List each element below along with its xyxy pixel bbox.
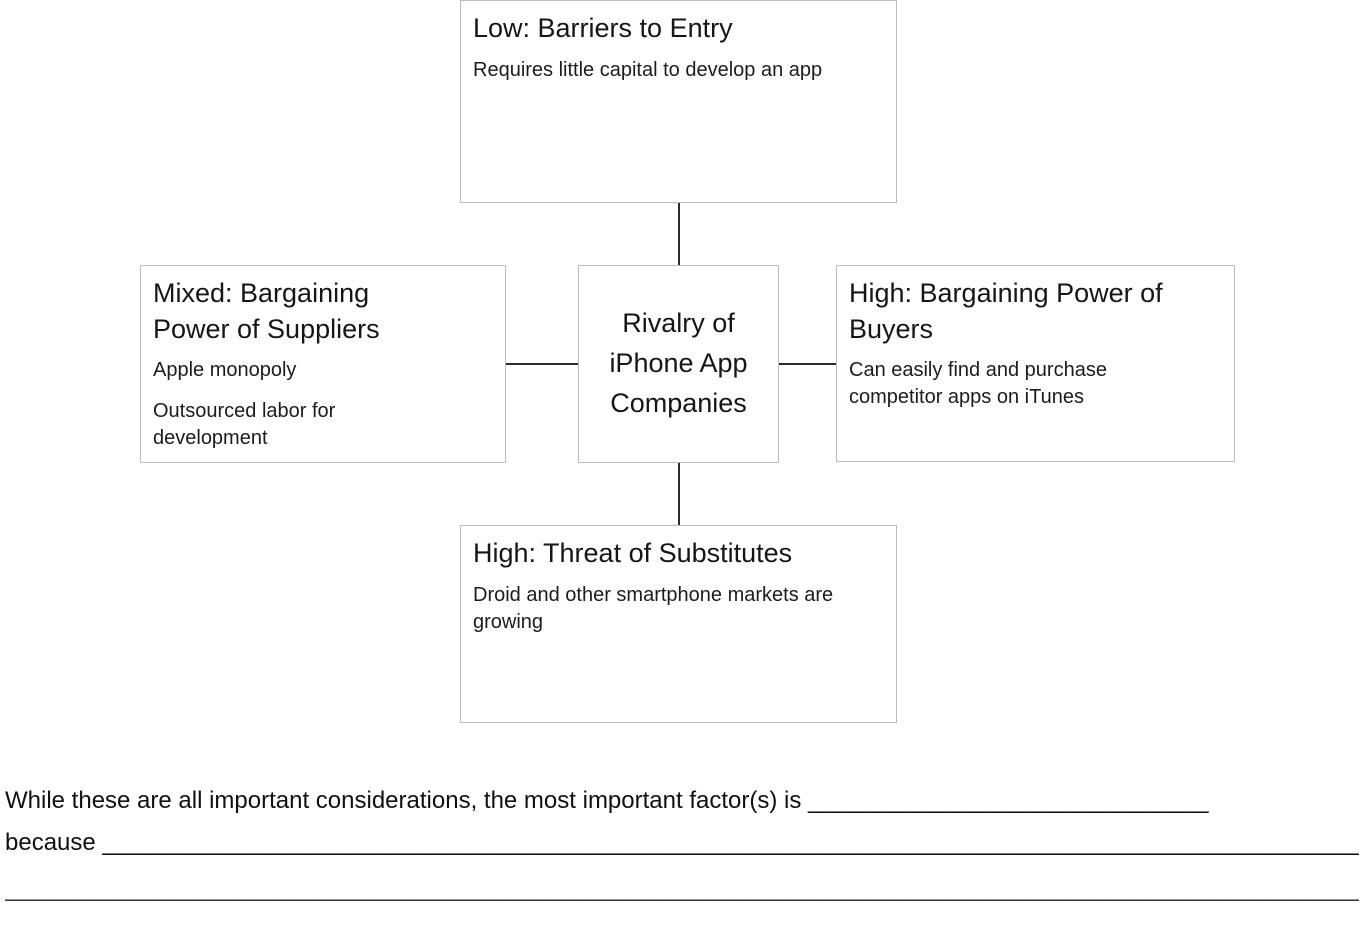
connector-left-horizontal xyxy=(506,363,578,365)
buyers-power-title: High: Bargaining Power of Buyers xyxy=(849,278,1163,344)
buyers-power-box: High: Bargaining Power of Buyers Can eas… xyxy=(836,265,1235,462)
buyers-power-body: Can easily find and purchase competitor … xyxy=(849,359,1107,409)
suppliers-power-title: Mixed: Bargaining Power of Suppliers xyxy=(153,278,380,344)
barriers-to-entry-title: Low: Barriers to Entry xyxy=(473,13,733,43)
rivalry-center-box: Rivalry of iPhone App Companies xyxy=(578,265,779,463)
prompt-line-1: While these are all important considerat… xyxy=(5,786,1359,816)
prompt-line-4: ________________________________________… xyxy=(5,920,1359,938)
prompt-line-2-blank: ________________________________________… xyxy=(102,829,1359,856)
suppliers-power-box: Mixed: Bargaining Power of Suppliers App… xyxy=(140,265,506,463)
prompt-line-3-blank: ________________________________________… xyxy=(5,875,1359,902)
barriers-to-entry-box: Low: Barriers to Entry Requires little c… xyxy=(460,0,897,203)
rivalry-center-title: Rivalry of iPhone App Companies xyxy=(609,308,748,418)
connector-right-horizontal xyxy=(779,363,836,365)
fill-in-prompt: While these are all important considerat… xyxy=(5,786,1359,938)
barriers-to-entry-body: Requires little capital to develop an ap… xyxy=(473,58,823,81)
connector-bottom-vertical xyxy=(678,463,680,525)
connector-top-vertical xyxy=(678,203,680,265)
prompt-line-3: ________________________________________… xyxy=(5,874,1359,904)
substitutes-threat-title: High: Threat of Substitutes xyxy=(473,538,793,568)
prompt-line-4-blank: ________________________________________… xyxy=(5,921,1359,938)
prompt-line-1-text: While these are all important considerat… xyxy=(5,787,808,814)
prompt-line-2: because ________________________________… xyxy=(5,828,1359,858)
suppliers-power-body-2: Outsourced labor for development xyxy=(153,400,336,450)
prompt-line-2-text: because xyxy=(5,829,103,856)
substitutes-threat-box: High: Threat of Substitutes Droid and ot… xyxy=(460,525,897,723)
substitutes-threat-body: Droid and other smartphone markets are g… xyxy=(473,583,834,633)
suppliers-power-body-1: Apple monopoly xyxy=(153,359,297,382)
prompt-line-1-blank: ______________________________ xyxy=(808,787,1209,814)
